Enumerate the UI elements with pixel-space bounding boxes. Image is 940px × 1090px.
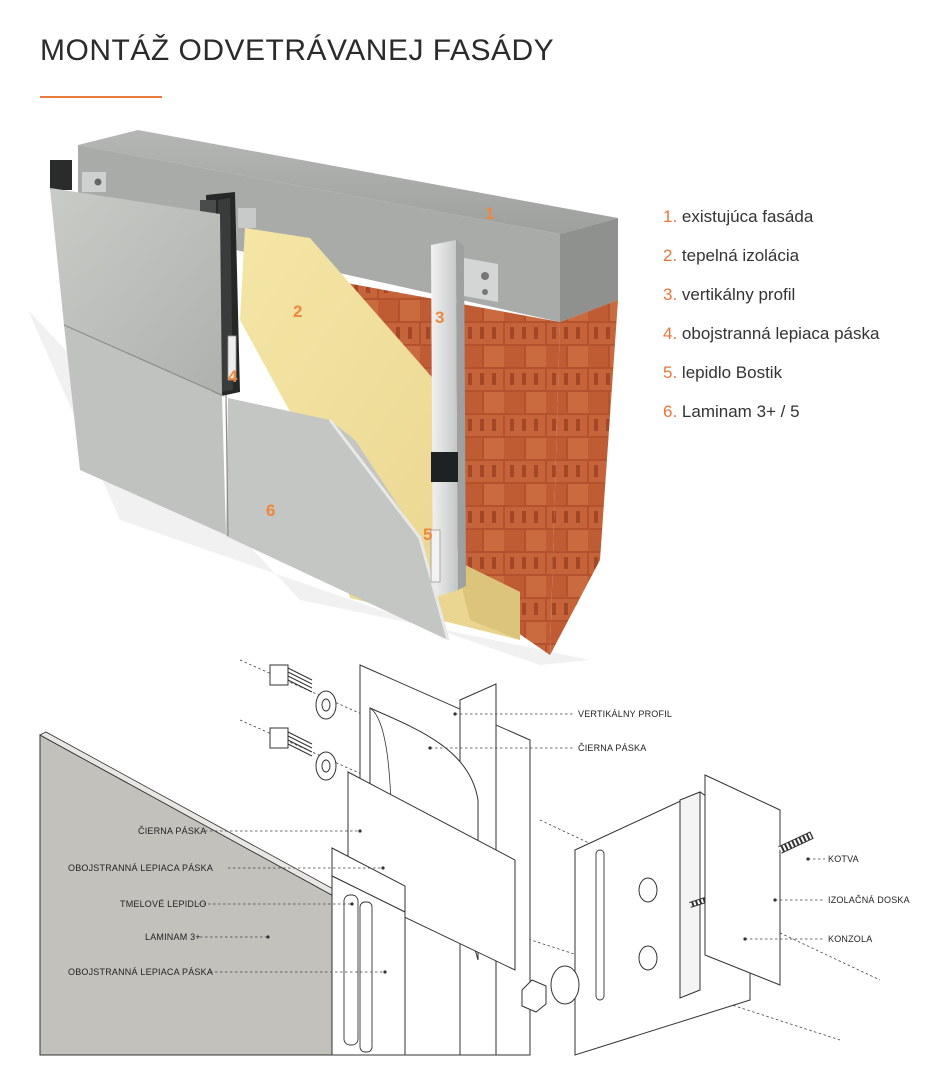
diagram-badge-6: 6 xyxy=(266,501,275,520)
legend-item-4: 4. obojstranná lepiaca páska xyxy=(663,324,880,343)
diagram-badge-1: 1 xyxy=(485,204,494,223)
legend-item-6: 6. Laminam 3+ / 5 xyxy=(663,402,800,421)
callout-kotva: KOTVA xyxy=(828,854,859,864)
diagram-badge-5: 5 xyxy=(423,525,432,544)
legend-item-1: 1. existujúca fasáda xyxy=(663,207,814,226)
diagram-badge-3: 3 xyxy=(435,308,444,327)
callout-tmelove-lepidlo: TMELOVÉ LEPIDLO xyxy=(120,899,207,909)
callout-obojstranna-paska-1: OBOJSTRANNÁ LEPIACA PÁSKA xyxy=(68,863,214,873)
callout-cierna-paska-right: ČIERNA PÁSKA xyxy=(578,743,647,753)
legend-list: 1. existujúca fasáda 2. tepelná izolácia… xyxy=(663,208,879,442)
callout-vertikalny-profil: VERTIKÁLNY PROFIL xyxy=(578,709,673,719)
legend-item-3: 3. vertikálny profil xyxy=(663,285,796,304)
diagram-badge-2: 2 xyxy=(293,302,302,321)
title-underline xyxy=(40,96,162,98)
callout-konzola: KONZOLA xyxy=(828,934,873,944)
diagram-badge-4: 4 xyxy=(228,367,238,386)
legend-item-2: 2. tepelná izolácia xyxy=(663,246,800,265)
callout-cierna-paska-left: ČIERNA PÁSKA xyxy=(138,826,207,836)
page-title: MONTÁŽ ODVETRÁVANEJ FASÁDY xyxy=(40,34,555,67)
legend-item-5: 5. lepidlo Bostik xyxy=(663,363,783,382)
exploded-drawing xyxy=(39,659,881,1056)
callout-izolacna-doska: IZOLAČNÁ DOSKA xyxy=(828,895,910,905)
callout-obojstranna-paska-2: OBOJSTRANNÁ LEPIACA PÁSKA xyxy=(68,967,214,977)
callout-laminam: LAMINAM 3+ xyxy=(145,932,201,942)
